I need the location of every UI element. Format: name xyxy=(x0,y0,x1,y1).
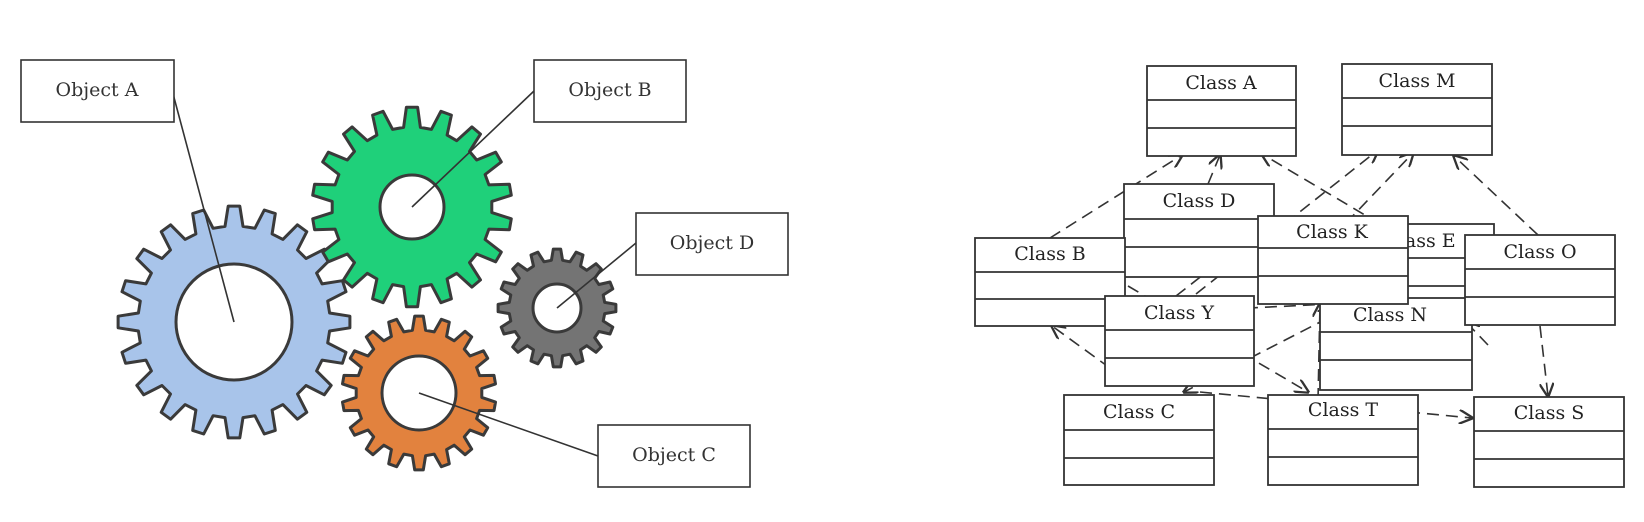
relation-o-m xyxy=(1454,156,1539,236)
class-s-name: Class S xyxy=(1514,402,1585,424)
label-object-c: Object C xyxy=(597,424,751,488)
class-diagram: Class A Class M Class D Class E xyxy=(974,63,1625,488)
class-c-box[interactable]: Class C xyxy=(1063,394,1215,486)
class-b-box[interactable]: Class B xyxy=(974,237,1126,327)
relation-d-a xyxy=(1207,155,1220,185)
relation-k-m xyxy=(1345,153,1413,224)
relation-o-s xyxy=(1539,325,1548,396)
label-object-a: Object A xyxy=(20,59,175,123)
class-o-name: Class O xyxy=(1503,241,1576,263)
class-y-box[interactable]: Class Y xyxy=(1104,295,1255,387)
class-a-box[interactable]: Class A xyxy=(1146,65,1297,157)
label-object-a-text: Object A xyxy=(56,79,139,101)
label-object-d: Object D xyxy=(635,212,789,276)
gear-diagram: Object A Object B Object D Object C xyxy=(20,59,789,488)
class-k-name: Class K xyxy=(1296,221,1368,243)
relation-e-a xyxy=(1262,154,1381,225)
class-d-box[interactable]: Class D xyxy=(1123,183,1275,278)
class-b-name: Class B xyxy=(1014,243,1085,265)
leader-line-c xyxy=(418,392,599,457)
class-n-box[interactable]: Class N xyxy=(1319,297,1473,391)
class-m-name: Class M xyxy=(1379,70,1456,92)
class-a-name: Class A xyxy=(1185,72,1256,94)
class-k-box[interactable]: Class K xyxy=(1257,215,1409,305)
class-n-name: Class N xyxy=(1353,304,1427,326)
class-t-name: Class T xyxy=(1308,399,1378,421)
class-d-name: Class D xyxy=(1163,190,1236,212)
relation-y-b xyxy=(1052,326,1111,369)
leader-line-a xyxy=(171,89,235,323)
class-c-name: Class C xyxy=(1103,401,1175,423)
leader-line-b xyxy=(411,90,535,208)
class-s-box[interactable]: Class S xyxy=(1473,396,1625,488)
class-y-name: Class Y xyxy=(1144,302,1214,324)
class-t-box[interactable]: Class T xyxy=(1267,394,1419,486)
label-object-b-text: Object B xyxy=(568,79,651,101)
label-object-c-text: Object C xyxy=(632,444,716,466)
class-o-box[interactable]: Class O xyxy=(1464,234,1616,326)
class-m-box[interactable]: Class M xyxy=(1341,63,1493,156)
label-object-d-text: Object D xyxy=(670,232,754,254)
relation-b-a xyxy=(1049,155,1182,239)
label-object-b: Object B xyxy=(533,59,687,123)
leader-line-d xyxy=(556,242,637,309)
